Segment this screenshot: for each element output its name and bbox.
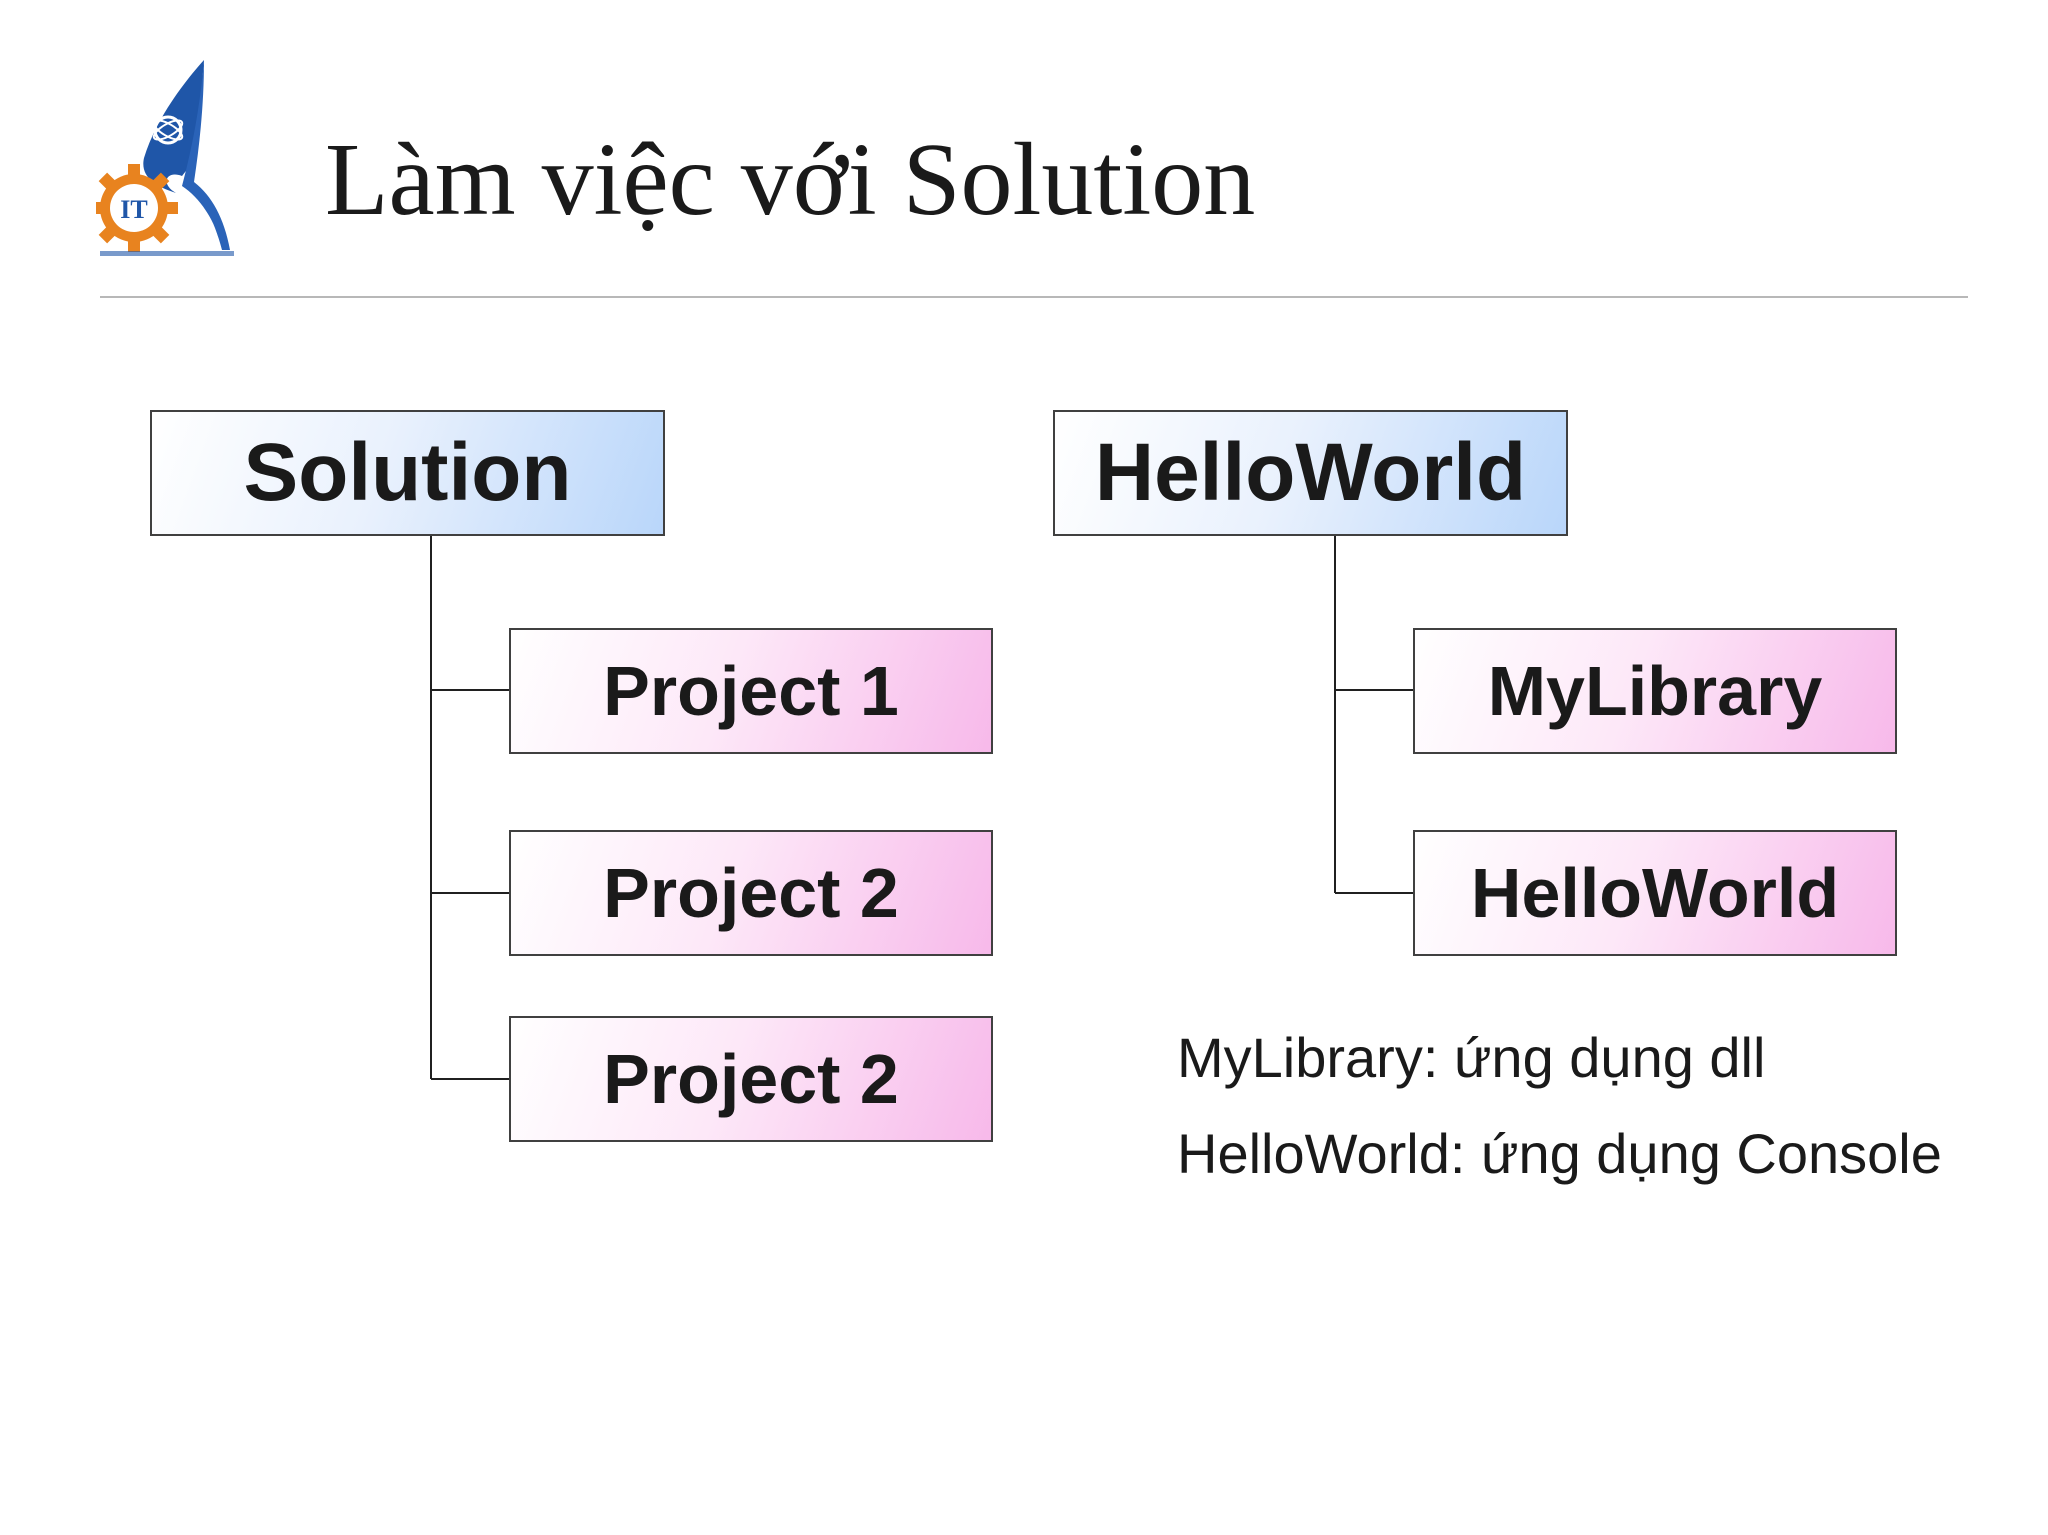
solution-box: Solution [150,410,665,536]
project-2-box: Project 2 [509,830,993,956]
note-mylibrary: MyLibrary: ứng dụng dll [1177,1026,1766,1089]
page-title: Làm việc với Solution [325,122,1256,237]
project-2b-label: Project 2 [603,1040,899,1118]
mylibrary-box: MyLibrary [1413,628,1897,754]
helloworld-root-box: HelloWorld [1053,410,1568,536]
project-2b-box: Project 2 [509,1016,993,1142]
project-1-box: Project 1 [509,628,993,754]
faculty-logo-icon: IT [96,60,234,256]
project-2-label: Project 2 [603,854,899,932]
solution-label: Solution [243,427,572,518]
helloworld-child-box: HelloWorld [1413,830,1897,956]
logo-lettering: IT [120,195,147,224]
mylibrary-label: MyLibrary [1487,652,1823,730]
helloworld-root-label: HelloWorld [1094,427,1527,518]
project-1-label: Project 1 [603,652,899,730]
title-divider [100,296,1968,298]
note-helloworld: HelloWorld: ứng dụng Console [1177,1122,1942,1185]
helloworld-child-label: HelloWorld [1470,854,1840,932]
